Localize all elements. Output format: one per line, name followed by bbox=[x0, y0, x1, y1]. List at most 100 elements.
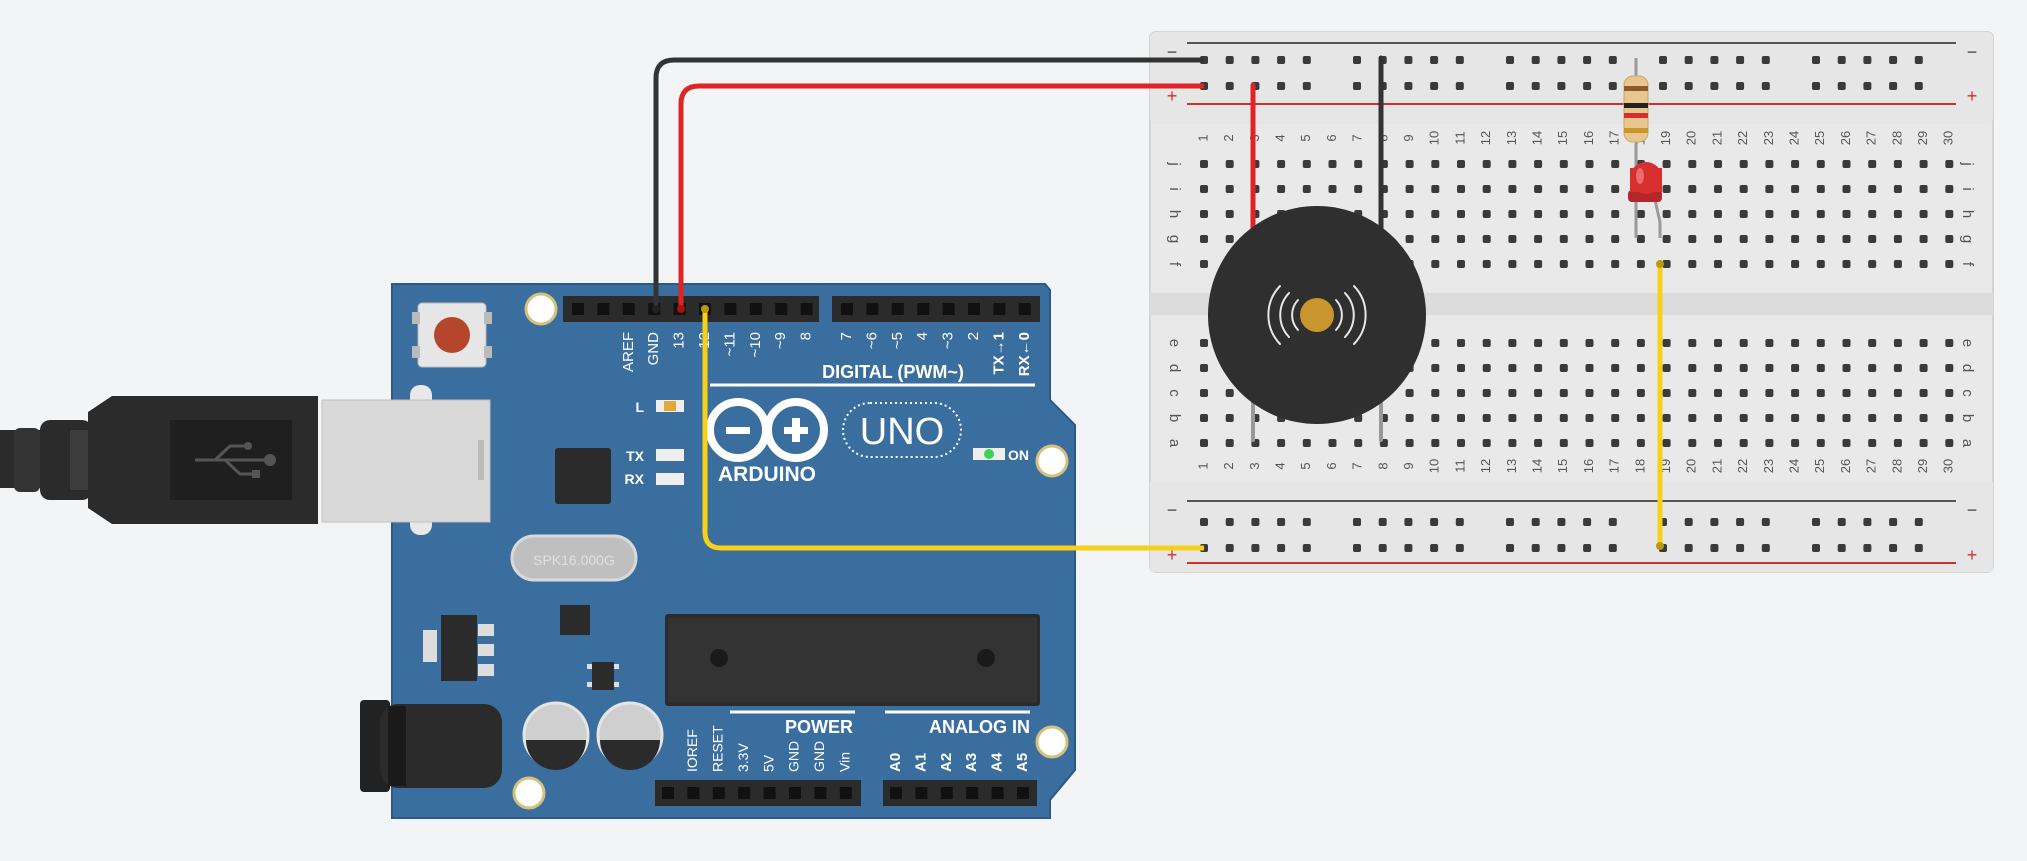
header-socket[interactable] bbox=[841, 303, 853, 315]
breadboard-hole[interactable] bbox=[1868, 389, 1877, 397]
breadboard-hole[interactable] bbox=[1559, 260, 1568, 268]
breadboard-hole[interactable] bbox=[1812, 544, 1820, 552]
breadboard-hole[interactable] bbox=[1354, 439, 1363, 447]
breadboard-hole[interactable] bbox=[1636, 235, 1645, 243]
breadboard-hole[interactable] bbox=[1710, 544, 1719, 552]
breadboard-hole[interactable] bbox=[1765, 414, 1774, 422]
breadboard-hole[interactable] bbox=[1945, 364, 1954, 372]
breadboard-hole[interactable] bbox=[1430, 56, 1439, 64]
breadboard-hole[interactable] bbox=[1455, 82, 1464, 90]
header-socket[interactable] bbox=[687, 787, 700, 799]
breadboard-hole[interactable] bbox=[1714, 235, 1722, 243]
breadboard-hole[interactable] bbox=[1506, 544, 1514, 552]
breadboard-hole[interactable] bbox=[1662, 185, 1671, 193]
breadboard-hole[interactable] bbox=[1893, 389, 1902, 397]
breadboard-hole[interactable] bbox=[1710, 56, 1719, 64]
breadboard-hole[interactable] bbox=[1688, 210, 1697, 218]
breadboard-hole[interactable] bbox=[1534, 185, 1543, 193]
breadboard-hole[interactable] bbox=[1765, 185, 1774, 193]
breadboard-hole[interactable] bbox=[1945, 235, 1954, 243]
breadboard-hole[interactable] bbox=[1688, 185, 1697, 193]
breadboard-hole[interactable] bbox=[1404, 518, 1413, 526]
breadboard-hole[interactable] bbox=[1945, 210, 1954, 218]
breadboard-hole[interactable] bbox=[1431, 439, 1440, 447]
breadboard-hole[interactable] bbox=[1893, 414, 1902, 422]
breadboard-hole[interactable] bbox=[1508, 339, 1517, 347]
header-socket[interactable] bbox=[968, 303, 980, 315]
breadboard-hole[interactable] bbox=[1812, 82, 1820, 90]
breadboard-hole[interactable] bbox=[1714, 210, 1722, 218]
breadboard-hole[interactable] bbox=[1868, 439, 1877, 447]
header-socket[interactable] bbox=[775, 303, 788, 315]
breadboard-hole[interactable] bbox=[1531, 56, 1540, 64]
header-socket[interactable] bbox=[839, 787, 852, 799]
breadboard-hole[interactable] bbox=[1559, 414, 1568, 422]
breadboard-hole[interactable] bbox=[1559, 439, 1568, 447]
breadboard-hole[interactable] bbox=[1583, 544, 1592, 552]
breadboard-hole[interactable] bbox=[1277, 439, 1286, 447]
breadboard-hole[interactable] bbox=[1739, 260, 1748, 268]
header-socket[interactable] bbox=[724, 303, 737, 315]
breadboard-hole[interactable] bbox=[1919, 414, 1928, 422]
breadboard-hole[interactable] bbox=[1863, 82, 1872, 90]
breadboard-hole[interactable] bbox=[1354, 160, 1363, 168]
breadboard-hole[interactable] bbox=[1842, 364, 1851, 372]
breadboard-hole[interactable] bbox=[1508, 439, 1517, 447]
breadboard-hole[interactable] bbox=[1868, 210, 1877, 218]
header-socket[interactable] bbox=[814, 787, 827, 799]
breadboard-hole[interactable] bbox=[1457, 260, 1465, 268]
breadboard-hole[interactable] bbox=[1225, 82, 1234, 90]
breadboard-hole[interactable] bbox=[1559, 160, 1568, 168]
breadboard-hole[interactable] bbox=[1608, 56, 1617, 64]
breadboard-hole[interactable] bbox=[1812, 518, 1820, 526]
breadboard-hole[interactable] bbox=[1842, 185, 1851, 193]
breadboard-hole[interactable] bbox=[1200, 414, 1208, 422]
breadboard-hole[interactable] bbox=[1431, 339, 1440, 347]
breadboard-hole[interactable] bbox=[1636, 389, 1645, 397]
breadboard-hole[interactable] bbox=[1531, 82, 1540, 90]
breadboard-hole[interactable] bbox=[1302, 82, 1311, 90]
breadboard-hole[interactable] bbox=[1559, 389, 1568, 397]
breadboard-hole[interactable] bbox=[1611, 414, 1620, 422]
breadboard-hole[interactable] bbox=[1765, 439, 1774, 447]
breadboard-hole[interactable] bbox=[1557, 518, 1566, 526]
breadboard-hole[interactable] bbox=[1739, 210, 1748, 218]
breadboard-hole[interactable] bbox=[1225, 210, 1234, 218]
breadboard-hole[interactable] bbox=[1662, 339, 1671, 347]
red-pin13-wire[interactable] bbox=[678, 83, 1204, 309]
breadboard-hole[interactable] bbox=[1688, 364, 1697, 372]
breadboard-hole[interactable] bbox=[1611, 210, 1620, 218]
breadboard-hole[interactable] bbox=[1585, 210, 1594, 218]
breadboard-hole[interactable] bbox=[1739, 364, 1748, 372]
breadboard-hole[interactable] bbox=[1302, 518, 1311, 526]
breadboard-hole[interactable] bbox=[1611, 185, 1620, 193]
breadboard-hole[interactable] bbox=[1431, 389, 1440, 397]
breadboard-hole[interactable] bbox=[1842, 210, 1851, 218]
breadboard-hole[interactable] bbox=[1608, 82, 1617, 90]
breadboard-hole[interactable] bbox=[1455, 518, 1464, 526]
breadboard-hole[interactable] bbox=[1611, 364, 1620, 372]
breadboard-hole[interactable] bbox=[1889, 56, 1898, 64]
breadboard-hole[interactable] bbox=[1277, 185, 1286, 193]
breadboard-hole[interactable] bbox=[1842, 339, 1851, 347]
breadboard-hole[interactable] bbox=[1585, 339, 1594, 347]
breadboard-hole[interactable] bbox=[1508, 235, 1517, 243]
breadboard-hole[interactable] bbox=[1739, 414, 1748, 422]
breadboard-hole[interactable] bbox=[1405, 210, 1414, 218]
breadboard-hole[interactable] bbox=[1534, 210, 1543, 218]
breadboard-hole[interactable] bbox=[1457, 160, 1465, 168]
breadboard-hole[interactable] bbox=[1200, 160, 1208, 168]
breadboard-hole[interactable] bbox=[1534, 260, 1543, 268]
breadboard-hole[interactable] bbox=[1761, 56, 1770, 64]
breadboard-hole[interactable] bbox=[1200, 364, 1208, 372]
header-socket[interactable] bbox=[866, 303, 879, 315]
breadboard-hole[interactable] bbox=[1914, 544, 1923, 552]
breadboard-hole[interactable] bbox=[1583, 82, 1592, 90]
breadboard-hole[interactable] bbox=[1816, 210, 1825, 218]
breadboard-hole[interactable] bbox=[1585, 235, 1594, 243]
breadboard-hole[interactable] bbox=[1816, 364, 1825, 372]
header-socket[interactable] bbox=[915, 787, 928, 799]
header-socket[interactable] bbox=[991, 787, 1004, 799]
header-socket[interactable] bbox=[940, 787, 953, 799]
breadboard-hole[interactable] bbox=[1559, 210, 1568, 218]
